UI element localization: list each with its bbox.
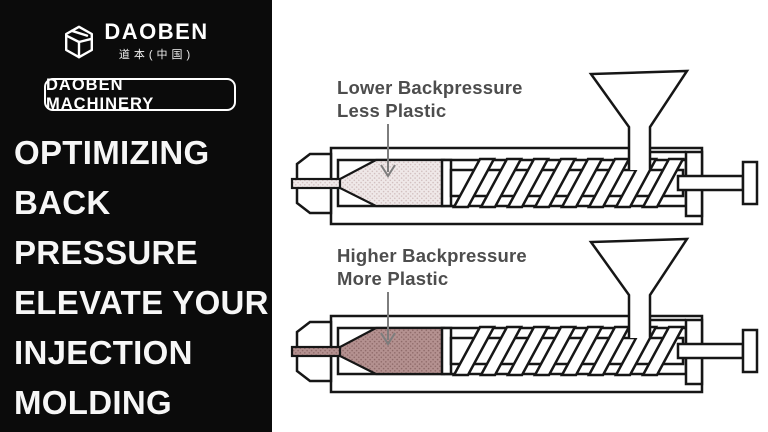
brand-badge: DAOBEN MACHINERY — [44, 75, 236, 113]
screw-flight — [613, 325, 659, 377]
screw-flight — [505, 325, 551, 377]
screw-flight — [586, 157, 632, 209]
check-ring — [440, 326, 453, 376]
screw-flight — [640, 157, 686, 209]
screw-flight — [451, 157, 497, 209]
check-ring — [440, 158, 453, 208]
screw-flight — [532, 157, 578, 209]
leader-arrow — [380, 292, 396, 346]
hopper — [588, 69, 690, 170]
diagram-label-line2: Less Plastic — [337, 100, 446, 121]
screw-flight — [613, 157, 659, 209]
headline: OPTIMIZING BACK PRESSURE ELEVATE YOUR IN… — [14, 128, 272, 432]
headline-line: OPTIMIZING — [14, 134, 210, 171]
brand-chinese-name: 道本(中国) — [118, 49, 195, 61]
screw-flight — [505, 157, 551, 209]
screw-flights — [451, 157, 686, 209]
brand-name: DAOBEN — [104, 19, 209, 44]
plunger-rod — [676, 174, 745, 192]
melt-channel — [290, 177, 343, 190]
screw-flight — [451, 325, 497, 377]
daoben-hexagon-logo-icon — [65, 25, 94, 58]
diagram-canvas: Lower Backpressure Less Plastic — [272, 0, 768, 432]
headline-line: PRESSURE — [14, 234, 198, 271]
diagram-label-line1: Lower Backpressure — [337, 77, 523, 98]
screw-flight — [640, 325, 686, 377]
hopper — [588, 237, 690, 338]
plunger-rod — [676, 342, 745, 360]
screw-flight — [559, 325, 605, 377]
badge-label: DAOBEN MACHINERY — [46, 75, 155, 113]
diagram-label-line1: Higher Backpressure — [337, 245, 527, 266]
melt-channel — [290, 345, 343, 358]
brand-text: DAOBEN 道本(中国) — [104, 21, 208, 62]
rod-end-cap — [741, 160, 759, 206]
headline-line: ELEVATE YOUR — [14, 284, 269, 321]
rod-end-cap — [741, 328, 759, 374]
diagram-higher-backpressure: Higher Backpressure More Plastic — [290, 237, 759, 394]
screw-flight — [532, 325, 578, 377]
screw-flight — [559, 157, 605, 209]
diagram-label-line2: More Plastic — [337, 268, 448, 289]
screw-flight — [478, 157, 524, 209]
headline-line: MOLDING GAME — [14, 384, 172, 421]
screw-flight — [586, 325, 632, 377]
screw-flights — [451, 325, 686, 377]
screw-flight — [478, 325, 524, 377]
diagram-lower-backpressure: Lower Backpressure Less Plastic — [290, 69, 759, 226]
headline-line: BACK — [14, 184, 111, 221]
brand-block: DAOBEN 道本(中国) — [0, 21, 272, 62]
left-panel: DAOBEN 道本(中国) DAOBEN MACHINERY OPTIMIZIN… — [0, 0, 272, 432]
headline-line: INJECTION — [14, 334, 193, 371]
leader-arrow — [380, 124, 396, 178]
